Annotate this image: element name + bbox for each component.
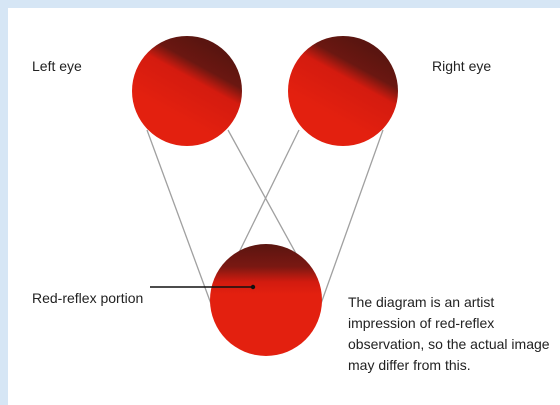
left-eye-label: Left eye — [32, 58, 82, 74]
right-eye-circle — [288, 36, 398, 146]
red-reflex-pointer-dot — [250, 284, 256, 290]
diagram-caption: The diagram is an artist impression of r… — [348, 294, 550, 373]
sight-line-right-outer — [317, 129, 384, 313]
sight-line-left-outer — [146, 129, 215, 313]
red-reflex-portion-label: Red-reflex portion — [32, 290, 144, 306]
left-eye-circle — [132, 36, 242, 146]
red-reflex-circle — [210, 244, 322, 356]
right-eye-label: Right eye — [432, 58, 492, 74]
